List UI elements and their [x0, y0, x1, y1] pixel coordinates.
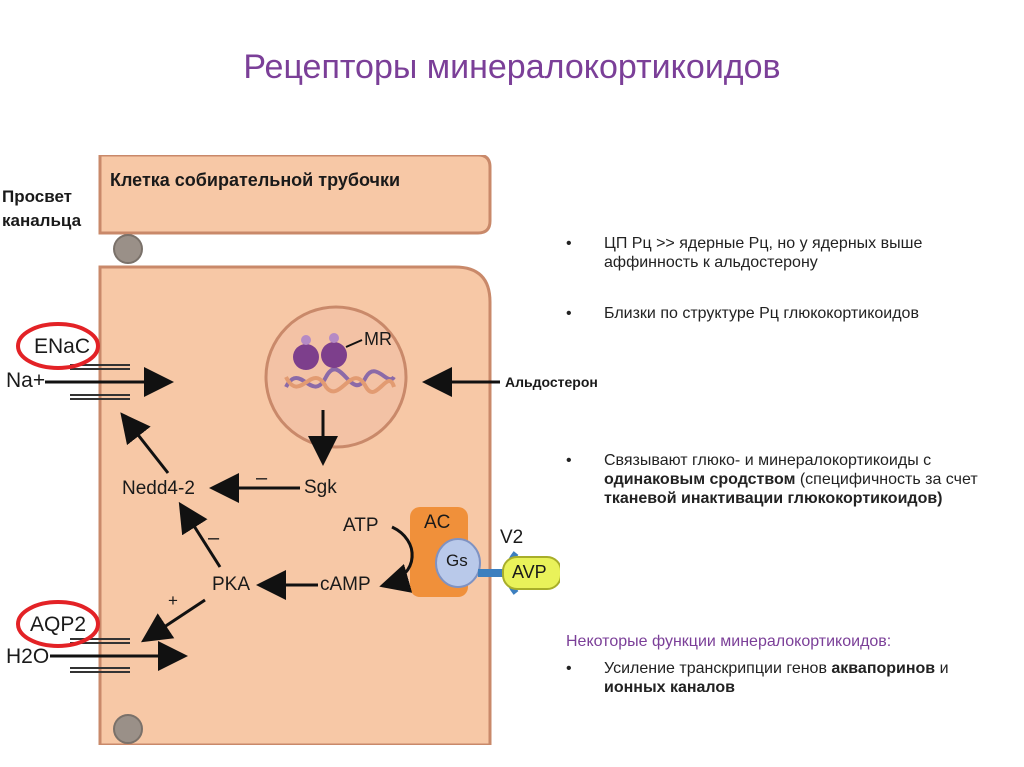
bullet-dot: •: [566, 452, 572, 469]
atp-label: ATP: [343, 515, 379, 536]
slide-title: Рецепторы минералокортикоидов: [243, 48, 781, 86]
functions-heading: Некоторые функции минералокортикоидов:: [566, 633, 892, 650]
avp-label: AVP: [512, 562, 547, 582]
minus-sign-pka: –: [208, 527, 220, 549]
text-segment: и: [935, 660, 949, 677]
na-label: Na+: [6, 369, 46, 392]
pka-label: PKA: [212, 574, 251, 595]
bullet-dot: •: [566, 305, 572, 322]
text-segment: (специфичность за счет: [795, 471, 978, 488]
text-segment: Связывают глюко- и минералокортикоиды с: [604, 452, 932, 469]
top-cell: [98, 155, 492, 235]
bullet-text: Связывают глюко- и минералокортикоиды с …: [604, 451, 1004, 508]
collecting-duct-diagram: Просвет канальца Клетка собирательной тр…: [0, 155, 598, 745]
ac-label: AC: [424, 512, 451, 533]
lumen-label: Просвет канальца: [2, 187, 82, 230]
bullet-text: Близки по структуре Рц глюкокортикоидов: [604, 305, 919, 322]
nedd-label: Nedd4-2: [122, 478, 195, 499]
v2-receptor: [478, 569, 504, 577]
h2o-label: H2O: [6, 645, 50, 668]
bold-segment: ионных каналов: [604, 679, 735, 696]
plus-sign-pka: +: [168, 591, 178, 610]
tight-junction-top: [113, 234, 143, 264]
gs-label: Gs: [446, 551, 468, 570]
sgk-label: Sgk: [304, 477, 337, 498]
gs-protein: [435, 538, 481, 588]
bold-segment: одинаковым сродством: [604, 471, 796, 488]
minus-sign-sgk: –: [256, 467, 268, 489]
aqp2-label: AQP2: [30, 613, 87, 636]
diagram-graphics: [16, 155, 560, 745]
avp: [502, 556, 560, 590]
camp-label: cAMP: [320, 574, 371, 595]
bullet-dot: •: [566, 235, 572, 252]
bullet-dot: •: [566, 660, 572, 677]
cell-label: Клетка собирательной трубочки: [110, 170, 401, 190]
mr-receptor-2: [321, 342, 347, 368]
bullet-text: Усиление транскрипции генов аквапоринов …: [604, 659, 1004, 697]
mr-label: MR: [364, 329, 392, 349]
v2-label: V2: [500, 527, 524, 548]
text-segment: Усиление транскрипции генов: [604, 660, 832, 677]
bold-segment: аквапоринов: [831, 660, 936, 677]
tight-junction-bottom: [113, 714, 143, 744]
mr-receptor-1: [293, 344, 319, 370]
enac-label: ENaC: [34, 335, 91, 358]
aqp2-highlight: [16, 600, 100, 648]
bullet-text: ЦП Рц >> ядерные Рц, но у ядерных выше а…: [604, 235, 923, 271]
enac-highlight: [16, 322, 100, 370]
bold-segment: тканевой инактивации глюкокортикоидов): [604, 490, 943, 507]
aldosterone-label: Альдостерон: [505, 374, 598, 390]
